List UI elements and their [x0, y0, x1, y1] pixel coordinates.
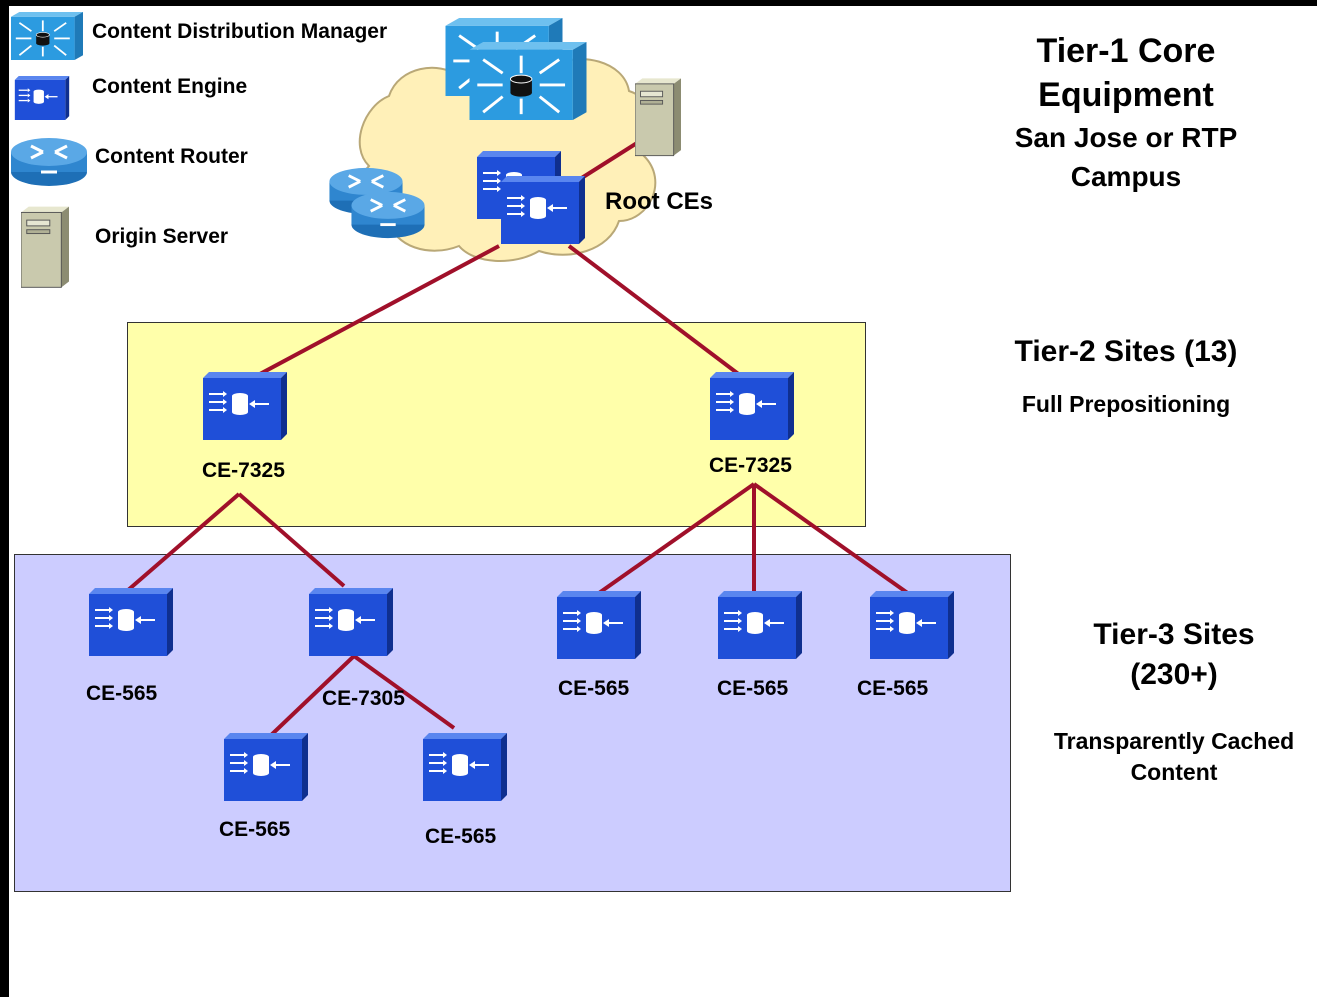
- content-engine-icon: [423, 733, 507, 801]
- content-engine-icon: [718, 591, 802, 659]
- content-engine-icon: [501, 176, 585, 244]
- legend-cdm-label: Content Distribution Manager: [92, 20, 388, 43]
- tier3-ce-label: CE-7305: [322, 687, 405, 710]
- content-engine-icon: [89, 588, 173, 656]
- content-router-icon: [349, 190, 427, 240]
- content-engine-icon: [309, 588, 393, 656]
- tier3-note-line1: Transparently Cached: [1053, 728, 1295, 754]
- content-distribution-manager-icon: [11, 12, 83, 60]
- link-t2r-ce565-3: [597, 482, 756, 595]
- link-t2l-ce565-1: [125, 492, 241, 593]
- link-t2r-ce565-5: [752, 482, 911, 596]
- legend-cr-label: Content Router: [95, 145, 248, 168]
- tier3-ce-label: CE-565: [425, 825, 497, 848]
- tier3-ce-label: CE-565: [558, 677, 630, 700]
- tier2-right-ce-label: CE-7325: [709, 454, 792, 477]
- tier1-sub-line2: Campus: [1070, 161, 1182, 192]
- tier3-ce-label: CE-565: [717, 677, 789, 700]
- content-distribution-manager-icon: [469, 42, 587, 120]
- tier2-note: Full Prepositioning: [1021, 391, 1231, 417]
- tier3-ce-label: CE-565: [86, 682, 158, 705]
- legend-ce-label: Content Engine: [92, 75, 248, 98]
- content-engine-icon: [710, 372, 794, 440]
- content-engine-icon: [14, 76, 70, 120]
- tier2-title: Tier-2 Sites (13): [1014, 335, 1238, 368]
- root-ces-label: Root CEs: [605, 188, 713, 215]
- tier1-title-line1: Tier-1 Core: [1036, 32, 1216, 70]
- tier1-sub-line1: San Jose or RTP: [1014, 122, 1238, 153]
- origin-server-icon: [635, 77, 681, 157]
- origin-server-icon: [21, 206, 69, 288]
- content-engine-icon: [224, 733, 308, 801]
- links-layer: [125, 141, 911, 741]
- tier3-title-line2: (230+): [1130, 658, 1218, 691]
- tier3-ce-label: CE-565: [219, 818, 291, 841]
- link-root-tier2-left: [244, 244, 500, 384]
- link-ce7305-ce565-6: [265, 654, 356, 741]
- content-router-icon: [9, 136, 89, 188]
- tier3-ce-label: CE-565: [857, 677, 929, 700]
- tier3-title-line1: Tier-3 Sites: [1093, 618, 1255, 651]
- tier3-note-line2: Content: [1130, 759, 1218, 785]
- link-root-tier2-right: [567, 244, 751, 384]
- network-diagram: Content Distribution Manager Content Eng…: [9, 6, 1317, 997]
- link-ce7305-ce565-7: [352, 654, 456, 730]
- legend-os-label: Origin Server: [95, 225, 229, 248]
- tier2-left-ce-label: CE-7325: [202, 459, 285, 482]
- content-engine-icon: [557, 591, 641, 659]
- tier1-title-line2: Equipment: [1038, 76, 1214, 114]
- tier3-zone: [14, 554, 1011, 892]
- content-engine-icon: [203, 372, 287, 440]
- link-t2l-ce7305: [237, 492, 346, 588]
- content-engine-icon: [870, 591, 954, 659]
